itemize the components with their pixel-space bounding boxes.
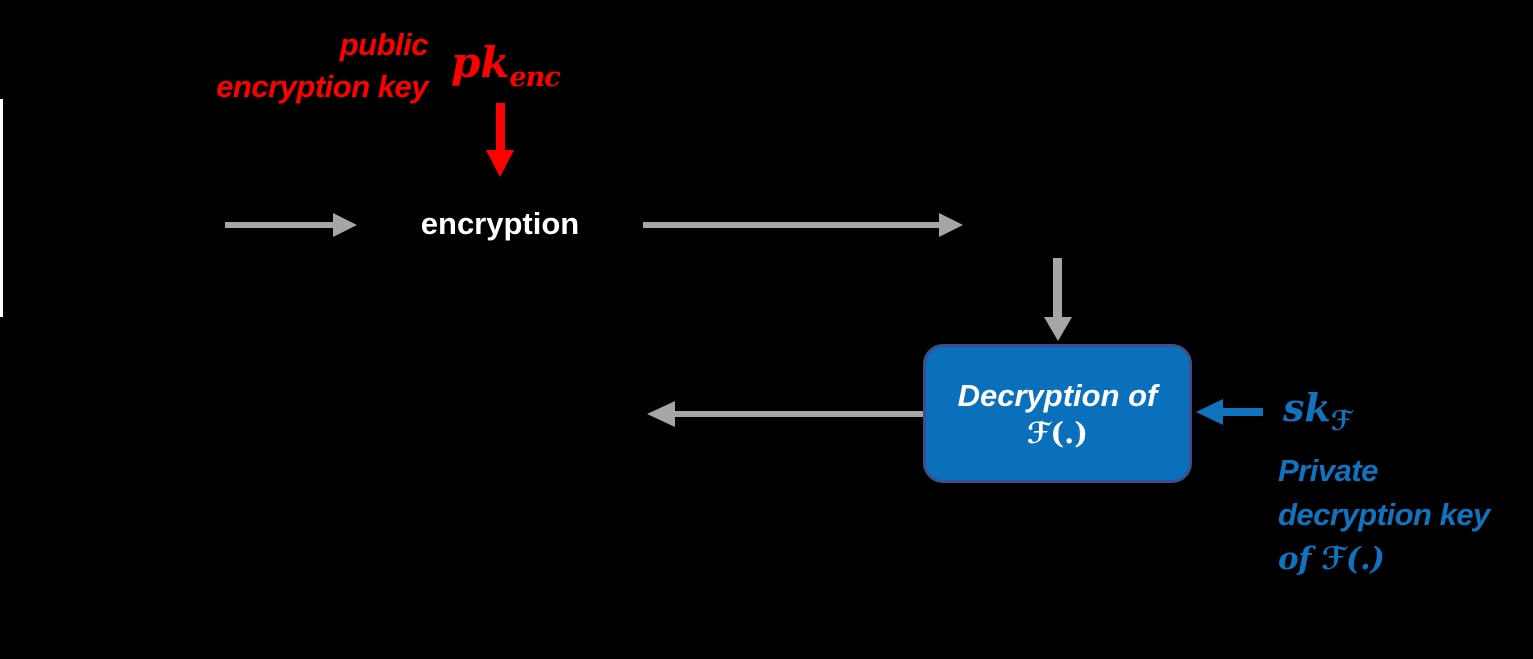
secret-key-symbol-subscript: ℱ [1330,406,1353,437]
result-arrow-head [647,401,675,427]
public-key-symbol-base: pk [451,38,510,87]
to-decryption-arrow-shaft [1053,258,1062,318]
private-key-note-line1: Private [1278,453,1378,488]
encryption-node: encryption [420,206,580,241]
public-key-symbol-subscript: enc [509,62,560,93]
public-key-arrow-shaft [496,103,505,151]
public-key-note-line1: public [339,27,429,62]
input-arrow-shaft [225,222,335,228]
left-edge-line [0,99,3,317]
private-key-note: Private decryption key of ℱ(.) [1278,449,1528,581]
secret-key-symbol: skℱ [1283,385,1353,437]
private-key-note-line2: decryption key [1278,497,1490,532]
input-arrow-head [333,213,357,237]
secret-key-arrow-head [1196,399,1223,425]
ciphertext-arrow-head [939,213,963,237]
public-key-note: public encryption key [150,24,428,108]
public-key-symbol: pkenc [451,38,561,93]
decryption-node-line1: Decryption of [957,377,1158,413]
private-key-note-line3: of ℱ(.) [1278,541,1385,577]
ciphertext-arrow-shaft [643,222,940,228]
result-arrow-shaft [674,411,923,417]
to-decryption-arrow-head [1044,317,1072,341]
public-key-arrow-head [486,150,514,177]
decryption-node-line2: ℱ(.) [1027,415,1088,450]
decryption-node: Decryption of ℱ(.) [923,344,1192,483]
secret-key-arrow-shaft [1222,408,1263,416]
secret-key-symbol-base: sk [1283,385,1331,430]
public-key-note-line2: encryption key [216,69,428,104]
